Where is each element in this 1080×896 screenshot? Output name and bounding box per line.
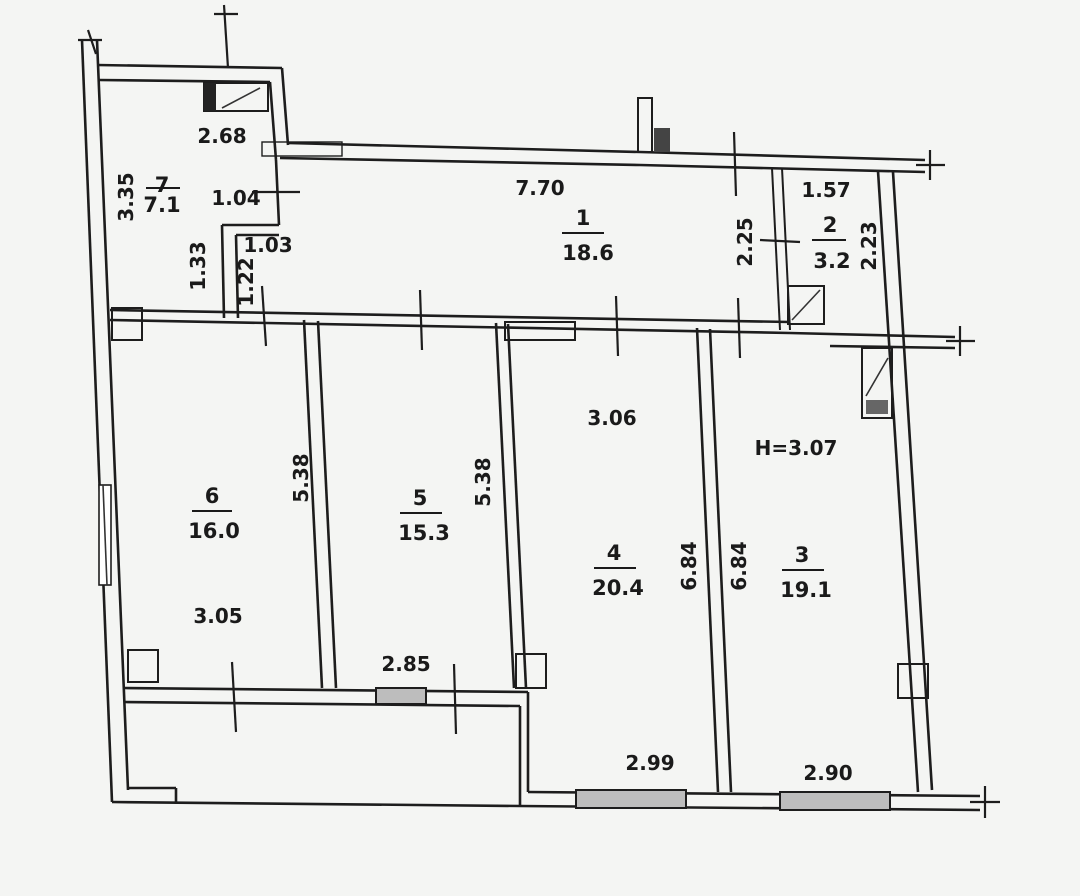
interior-walls [109,167,956,793]
dim-2-25: 2.25 [733,217,757,266]
room-3-label: 3 19.1 [780,543,832,602]
windows [98,141,891,811]
room-number: 2 [823,213,838,237]
dim-3-35: 3.35 [114,172,138,221]
room-number: 1 [576,206,591,230]
dim-5-38-b: 5.38 [471,457,495,506]
room-7-label: 7 7.1 [143,173,180,217]
room-area: 16.0 [188,519,240,543]
room-6-label: 6 16.0 [188,484,240,543]
dim-1-33: 1.33 [186,241,210,290]
room-number: 6 [205,484,220,508]
dim-6-84-a: 6.84 [677,541,701,590]
room-area: 3.2 [813,249,850,273]
ceiling-height: H=3.07 [755,436,838,460]
room-area: 7.1 [143,193,180,217]
dim-2-23: 2.23 [857,221,881,270]
room-number: 7 [155,173,170,197]
room-2-label: 2 3.2 [812,213,851,273]
dim-3-05: 3.05 [193,604,242,628]
dimension-ticks [230,131,801,735]
room-1-label: 1 18.6 [562,206,614,265]
dim-2-99: 2.99 [625,751,674,775]
vent-shafts [203,82,893,419]
dim-7-70: 7.70 [515,176,564,200]
dim-5-38-a: 5.38 [289,453,313,502]
room-area: 19.1 [780,578,832,602]
room-number: 5 [413,486,428,510]
dim-3-06: 3.06 [587,406,636,430]
dim-2-68: 2.68 [197,124,246,148]
room-area: 20.4 [592,576,644,600]
dim-1-22: 1.22 [234,257,258,306]
room-5-label: 5 15.3 [398,486,450,545]
dim-1-57: 1.57 [801,178,850,202]
columns [111,307,929,699]
room-area: 15.3 [398,521,450,545]
dimension-labels: 2.68 3.35 1.04 1.33 1.22 1.03 7.70 1.57 … [114,124,881,785]
outer-walls [80,39,981,812]
dim-6-84-b: 6.84 [727,541,751,590]
room-area: 18.6 [562,241,614,265]
room-4-label: 4 20.4 [592,541,644,600]
axis-markers [78,4,1000,818]
dim-2-85: 2.85 [381,652,430,676]
dim-2-90: 2.90 [803,761,852,785]
dim-1-04: 1.04 [211,186,260,210]
room-number: 4 [607,541,622,565]
room-number: 3 [795,543,810,567]
dim-1-03: 1.03 [243,233,292,257]
